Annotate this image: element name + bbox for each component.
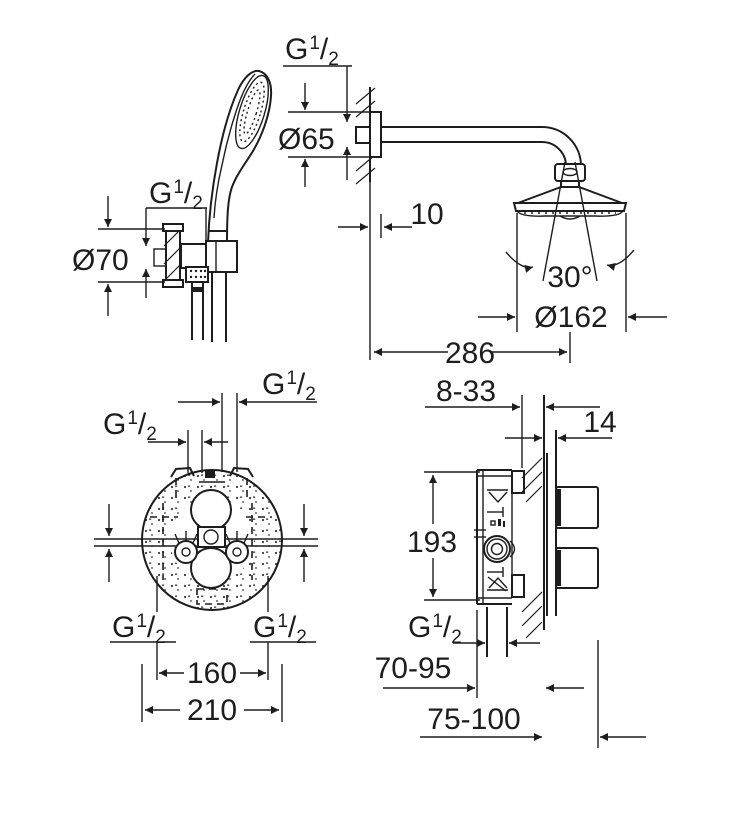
- dim-union-thread-lines: [142, 207, 207, 298]
- dim-port-spacing: 160: [187, 657, 237, 690]
- hand-shower-rim-line: [213, 73, 256, 219]
- dim-escutcheon-diameter-lines: [98, 196, 165, 316]
- dim-top-port-thread-left: G1/2: [103, 408, 157, 445]
- shower-holder: [205, 230, 238, 273]
- spray-face: [234, 74, 270, 150]
- concealed-valve-front-view: G1/2 G1/2 G1/2 G1/2 160: [94, 368, 318, 727]
- dim-head-diameter: Ø162: [534, 301, 607, 334]
- dim-wall-offset: 10: [410, 198, 443, 231]
- shower-arm: [381, 126, 582, 167]
- side-port-extension-lines: [110, 576, 316, 680]
- dim-spray-angle: 30°: [547, 261, 592, 294]
- dim-flange-diameter: Ø65: [278, 123, 335, 156]
- top-pipe-stubs: [187, 393, 238, 473]
- hand-shower: [206, 69, 273, 244]
- bottom-valve-port: [190, 547, 232, 589]
- wall-escutcheon: [162, 223, 184, 288]
- concealed-valve-side-view: 193 8-33 14 G1/2 70-95: [375, 375, 646, 748]
- hand-shower-view: Ø70 G1/2: [72, 69, 273, 342]
- dim-body-height: 193: [407, 526, 457, 559]
- arm-wall-flange: [369, 111, 382, 158]
- dim-install-depth-lines: [425, 395, 600, 468]
- right-fixing-screw: [225, 531, 249, 564]
- top-valve-port: [190, 489, 232, 531]
- dim-arm-thread: G1/2: [285, 33, 339, 70]
- dim-wall-offset-lines: [338, 214, 412, 238]
- valve-body: [474, 469, 525, 657]
- head-shower-view: 30° Ø162 286 10 Ø65: [278, 33, 667, 370]
- dim-flange-diameter-lines: [288, 83, 370, 187]
- dim-body-height-lines: [424, 471, 480, 601]
- trim-plate: [546, 430, 557, 616]
- handle-top: [555, 486, 599, 529]
- dim-install-depth-range: 8-33: [436, 375, 496, 408]
- handle-bottom: [555, 547, 599, 589]
- wall-section: [355, 87, 376, 360]
- dim-side-port-thread-left: G1/2: [112, 611, 166, 648]
- dim-depth-max-lines: [420, 640, 646, 748]
- wall-union-body: [180, 243, 208, 269]
- dim-plate-thickness: 14: [583, 406, 616, 439]
- dim-outlet-thread: G1/2: [408, 611, 462, 648]
- spray-angle-lines: [505, 161, 635, 289]
- dim-plate-diameter: 210: [187, 694, 237, 727]
- finished-wall: [521, 395, 545, 639]
- rough-in-plate: [141, 469, 283, 611]
- shower-hose-union: [185, 266, 209, 340]
- left-fixing-screw: [174, 531, 198, 564]
- plaster-texture: [142, 470, 283, 610]
- dim-plate-diameter-lines: [141, 664, 283, 722]
- dim-hand-shower-thread: G1/2: [149, 177, 203, 214]
- dim-depth-min-lines: [383, 610, 584, 698]
- center-bracket: [197, 526, 226, 548]
- shower-hose-handle: [211, 272, 227, 342]
- shower-head: [512, 163, 628, 220]
- dim-arm-reach-lines: [374, 332, 571, 363]
- arm-concealed-stub: [355, 126, 371, 144]
- dim-head-diameter-lines: [478, 213, 667, 332]
- dim-escutcheon-diameter: Ø70: [72, 244, 129, 277]
- dim-side-port-thread-right: G1/2: [253, 611, 307, 648]
- mounting-tabs: [170, 466, 254, 483]
- recess-outline: [150, 478, 272, 605]
- dim-arm-thread-lines: [283, 65, 352, 180]
- dim-depth-range-min: 70-95: [375, 652, 452, 685]
- dim-top-port-thread-right: G1/2: [262, 368, 316, 405]
- dim-depth-range-max: 75-100: [427, 703, 520, 736]
- dim-arm-reach: 286: [445, 337, 495, 370]
